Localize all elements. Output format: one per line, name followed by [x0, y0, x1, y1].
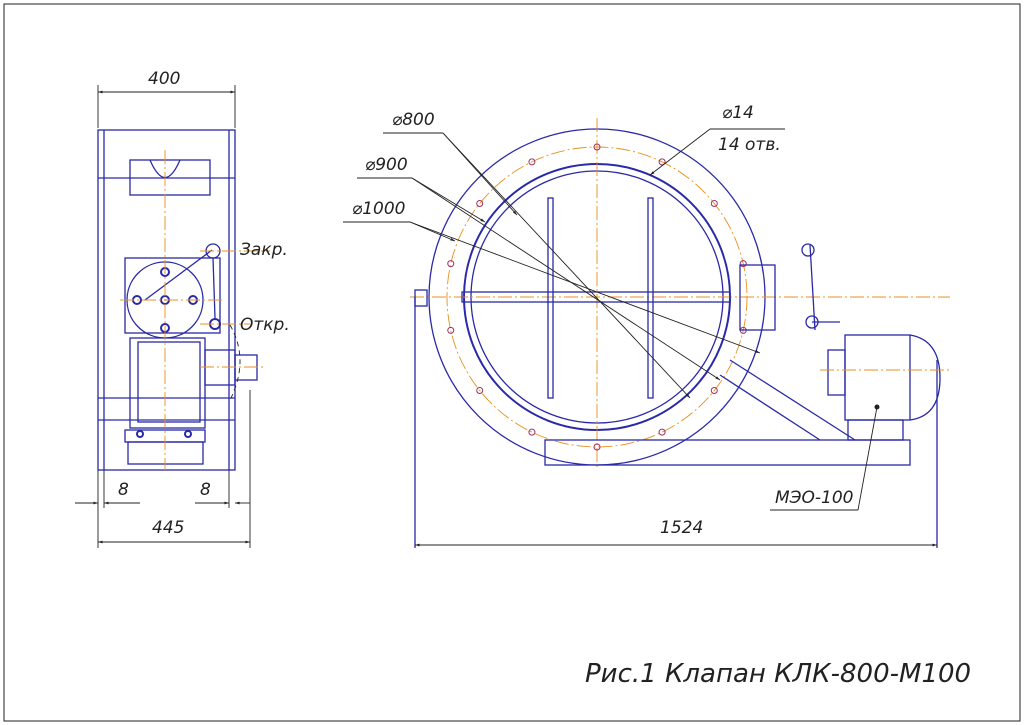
- dim-width-top: 400: [148, 69, 180, 89]
- bolt-hole: [658, 158, 666, 166]
- actuator-label: МЭО-100: [775, 488, 854, 508]
- dim-length: 1524: [660, 518, 703, 538]
- bolt-hole: [710, 199, 718, 207]
- bolt-hole: [476, 199, 484, 207]
- bolt-hole: [710, 387, 718, 395]
- dim-right-offset: 8: [200, 480, 211, 500]
- bolt-hole: [739, 260, 747, 268]
- dim-width-bottom: 445: [152, 518, 184, 538]
- bolt-hole: [528, 428, 536, 436]
- dim-d900: ⌀900: [365, 155, 408, 175]
- bolt-hole: [593, 143, 601, 151]
- side-view: [97, 129, 270, 471]
- front-view: [410, 118, 950, 548]
- bolt-hole: [658, 428, 666, 436]
- hole-count: 14 отв.: [718, 135, 781, 155]
- bolt-hole: [447, 260, 455, 268]
- dim-d1000: ⌀1000: [352, 199, 406, 219]
- drawing-title: Рис.1 Клапан КЛК-800-М100: [585, 659, 971, 689]
- bolt-hole: [593, 443, 601, 451]
- bolt-hole: [476, 387, 484, 395]
- dim-d800: ⌀800: [392, 110, 435, 130]
- label-closed: Закр.: [240, 240, 288, 260]
- dim-left-offset: 8: [118, 480, 129, 500]
- sheet-border: [3, 3, 1021, 722]
- bolt-hole: [447, 326, 455, 334]
- label-open: Откр.: [240, 315, 290, 335]
- bolt-hole: [528, 158, 536, 166]
- dim-hole: ⌀14: [722, 103, 754, 123]
